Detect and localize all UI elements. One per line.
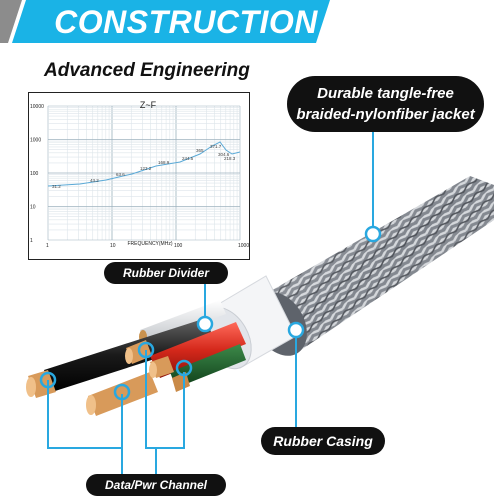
callout-lines: [47, 130, 374, 474]
x-tick-label: 1000: [238, 243, 249, 249]
point-value-label: 43.2: [90, 178, 99, 183]
red-wire: [150, 322, 246, 378]
inner-wires: [26, 300, 246, 416]
chart-x-ticks: 1 10 100 1000: [46, 243, 249, 249]
point-value-label: 218.3: [224, 156, 236, 161]
impedance-series-line: [47, 141, 241, 187]
banner-gray-stripe: [0, 0, 22, 43]
y-tick-label: 10000: [30, 104, 44, 110]
y-tick-label: 100: [30, 171, 39, 177]
point-value-label: 304.6: [218, 152, 230, 157]
green-wire: [170, 344, 246, 388]
x-tick-label: 100: [174, 243, 183, 249]
rubber-divider-label: Rubber Divider: [104, 262, 228, 284]
chart-y-ticks: 10000 1000 100 10 1: [30, 104, 44, 244]
y-tick-label: 10: [30, 205, 36, 211]
chart-grid: [47, 105, 241, 241]
x-tick-label: 10: [110, 243, 116, 249]
point-value-label: 31.2: [52, 184, 61, 189]
page-title: CONSTRUCTION: [54, 4, 318, 40]
point-value-label: 168.9: [158, 160, 170, 165]
point-value-label: 123.2: [140, 166, 152, 171]
point-value-label: 365: [196, 148, 204, 153]
impedance-chart: 10000 1000 100 10 1 1 10 100 1000 31.2 43.2 63.6 1…: [28, 92, 250, 260]
chart-title: Z~F: [139, 100, 157, 110]
section-subtitle: Advanced Engineering: [44, 60, 250, 81]
callout-rings: [39, 225, 382, 401]
y-tick-label: 1: [30, 238, 33, 244]
y-tick-label: 1000: [30, 138, 41, 144]
chart-x-axis-label: FREQUENCY(MHz): [127, 241, 173, 247]
header-banner: [0, 0, 330, 43]
data-pwr-channel-label: Data/Pwr Channel: [86, 474, 226, 496]
point-value-label: 371.7: [210, 144, 222, 149]
rubber-casing-label: Rubber Casing: [261, 427, 385, 455]
x-tick-label: 1: [46, 243, 49, 249]
point-value-label: 63.6: [116, 172, 125, 177]
banner-blue-bar: [12, 0, 330, 43]
jacket-label-line2: braided-nylonfiber jacket: [296, 106, 475, 123]
point-value-label: 244.5: [182, 156, 194, 161]
jacket-label-line1: Durable tangle-free: [317, 85, 454, 102]
jacket-label: Durable tangle-free braided-nylonfiber j…: [287, 76, 484, 132]
